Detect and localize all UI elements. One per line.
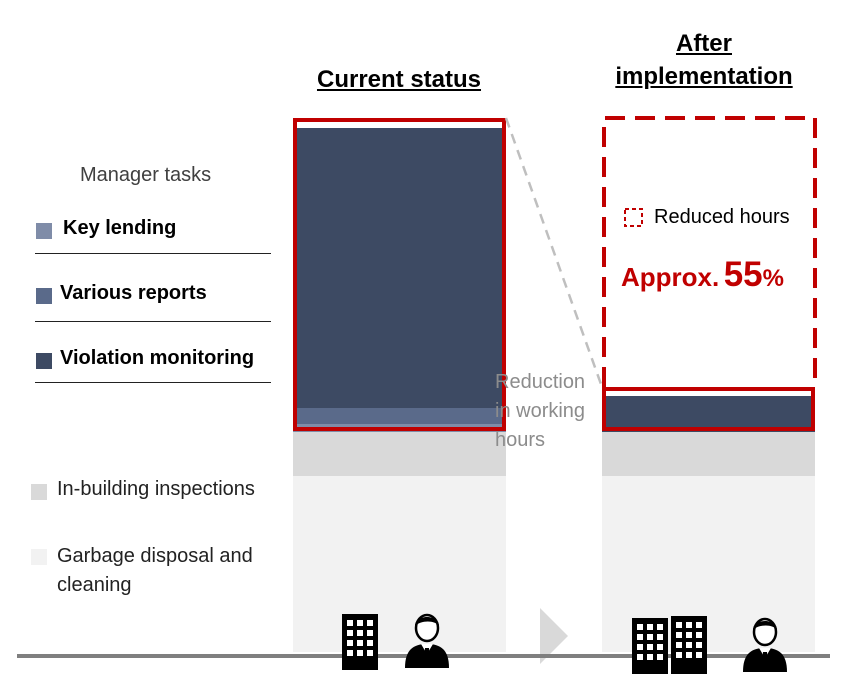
approx-unit: % (762, 265, 784, 292)
office-building-icon (631, 614, 709, 674)
legend-separator (35, 253, 271, 254)
bar-after-implementation (602, 110, 815, 652)
after-title-line1: After (675, 30, 732, 57)
legend-swatch-key-lending (36, 223, 52, 239)
reduction-annotation: Reduction in working hours (495, 368, 585, 455)
bar-segment-garbage-disposal-and-cleaning (293, 476, 506, 652)
bar-segment-violation-monitoring (602, 396, 815, 432)
reduction-line1: Reduction (495, 371, 586, 393)
legend-label-key-lending: Key lending (63, 217, 177, 239)
manager-tasks-outline-current (293, 118, 506, 431)
legend-header: Manager tasks (80, 164, 212, 186)
bar-segment-violation-monitoring (293, 128, 506, 408)
reduction-line3: hours (495, 429, 546, 451)
manager-person-icon (403, 610, 451, 668)
bar-segment-various-reports (293, 408, 506, 424)
manager-person-icon (741, 614, 789, 672)
legend-label-in-building-inspections: In-building inspections (57, 478, 255, 500)
legend-swatch-violation-monitoring (36, 353, 52, 369)
bar-segment-in-building-inspections (293, 432, 506, 476)
reduction-percentage: Approx. 55% (621, 255, 784, 295)
legend-label-various-reports: Various reports (60, 282, 207, 304)
legend-label-violation-monitoring: Violation monitoring (60, 347, 255, 369)
transition-arrow (540, 608, 568, 664)
legend-swatch-various-reports (36, 288, 52, 304)
approx-text: Approx. (621, 262, 720, 292)
legend-label-garbage-disposal: Garbage disposal and cleaning (57, 545, 253, 596)
reduction-line2: in working (495, 400, 586, 422)
bar-segment-in-building-inspections (602, 432, 815, 476)
current-status-title: Current status (316, 66, 482, 93)
reduced-hours-label: Reduced hours (654, 206, 790, 228)
legend-swatch-garbage-disposal (31, 549, 47, 565)
legend-separator (35, 382, 271, 383)
office-building-icon (340, 610, 380, 670)
legend-separator (35, 321, 271, 322)
bar-current-status (293, 110, 506, 652)
after-implementation-title: After implementation (590, 27, 818, 93)
after-title-line2: implementation (615, 63, 793, 90)
manager-tasks-outline-after (602, 387, 815, 431)
reduction-connector-line (504, 117, 604, 388)
legend-swatch-in-building-inspections (31, 484, 47, 500)
approx-value: 55 (723, 255, 763, 294)
